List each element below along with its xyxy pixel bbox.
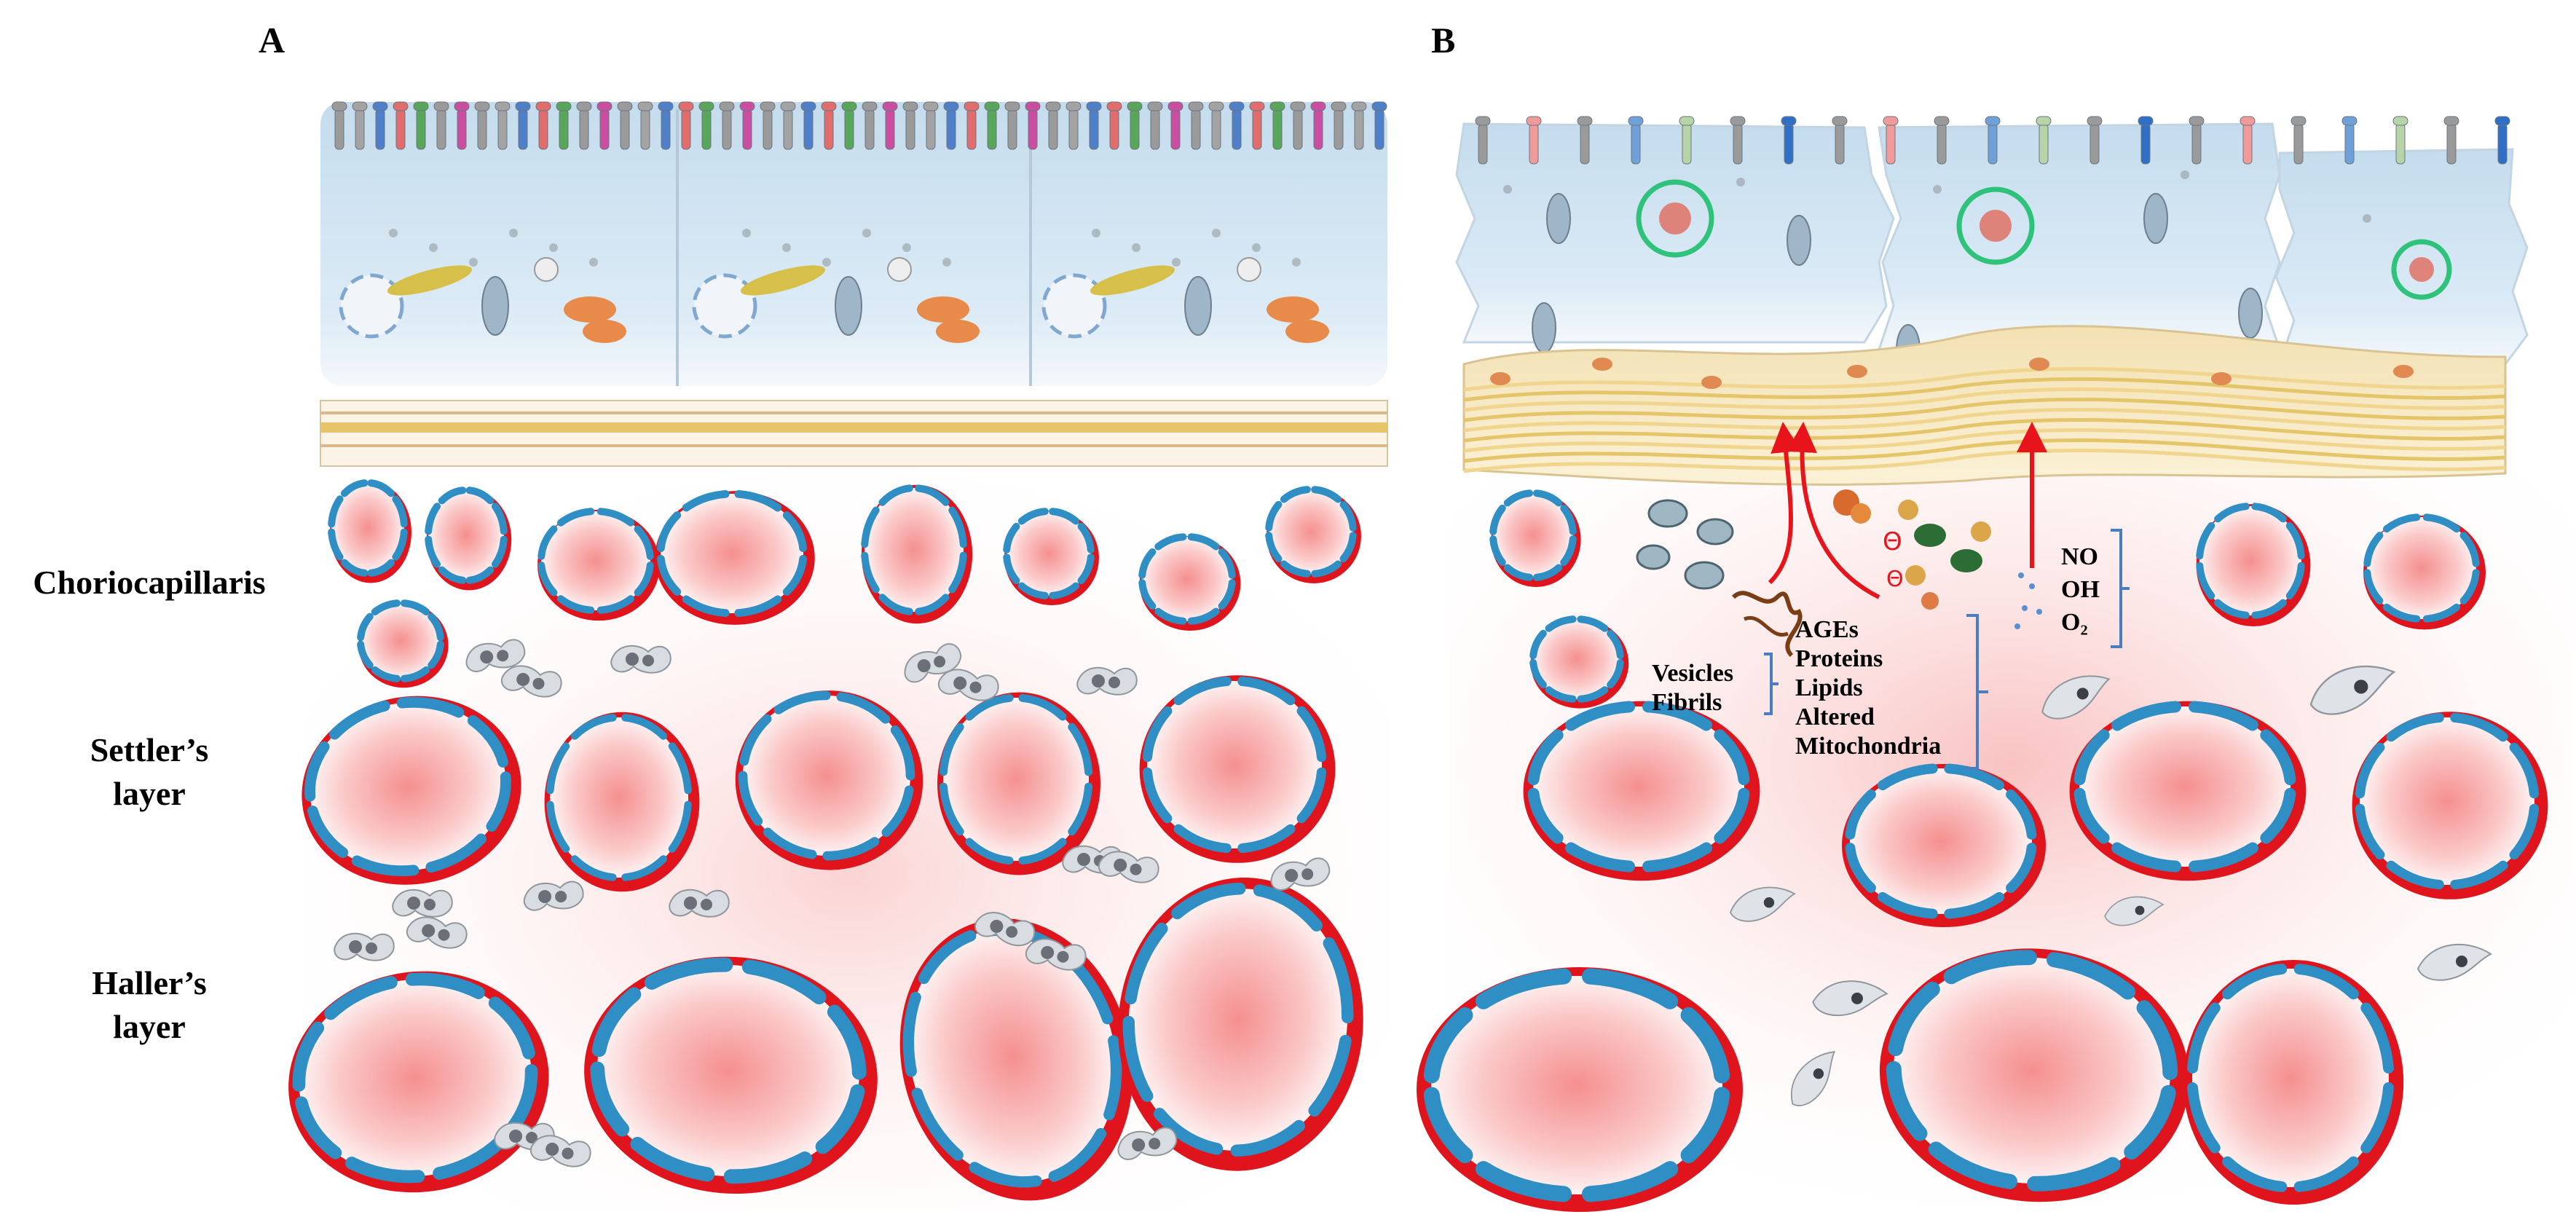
melanocyte (529, 1135, 591, 1167)
svg-text:Θ: Θ (1883, 527, 1902, 556)
vessel-a-18 (1118, 877, 1363, 1171)
panel-b-choroidal-vessels (1417, 489, 2548, 1212)
choriocapillaris-label: Choriocapillaris (33, 564, 265, 601)
panel-a-rpe-organelles (339, 229, 1329, 343)
vessel-a-2 (425, 487, 512, 591)
stromal-cell (1812, 980, 1888, 1017)
vessel-a-5 (861, 484, 973, 624)
melanocyte (904, 643, 962, 683)
panel-b-vesicles-icon (1636, 499, 1734, 590)
vessel-b-1 (1489, 489, 1581, 587)
melanocyte (610, 645, 671, 674)
panel-b-inclusion-bodies (1636, 179, 2452, 300)
vessel-a-16 (584, 956, 878, 1194)
vessel-b-10 (1879, 948, 2189, 1202)
vessel-a-9 (357, 599, 449, 688)
vessel-b-5 (1523, 701, 1760, 881)
vessel-a-12 (735, 690, 923, 870)
panel-b-fibrils-icon (1731, 591, 1803, 658)
panel-a-bruch-membrane (320, 400, 1388, 467)
melanocyte (1098, 851, 1159, 883)
panel-b-brackets (1764, 529, 2130, 770)
panel-a-choroidal-vessels (288, 479, 1363, 1201)
vessel-a-13 (937, 692, 1100, 875)
vessel-a-15 (288, 971, 549, 1193)
melanocyte (465, 639, 526, 672)
vessel-a-14 (1139, 675, 1336, 863)
sattler-label-line1: Settler’s (90, 731, 209, 768)
melanocyte (1025, 938, 1087, 971)
stromal-cell (2041, 675, 2111, 720)
melanocyte (974, 912, 1036, 947)
sattler-label-line2: layer (113, 775, 186, 812)
panel-a-melanocytes (334, 639, 1331, 1167)
stromal-cell (2417, 943, 2492, 981)
haller-label-line2: layer (113, 1008, 186, 1045)
melanocyte (334, 932, 395, 961)
vessel-a-7 (1138, 533, 1241, 631)
vessel-a-10 (302, 696, 521, 885)
mitochondria-label: Mitochondria (1795, 733, 1941, 760)
vessel-b-11 (2183, 960, 2404, 1205)
panel-b-stromal-cells (1729, 665, 2492, 1106)
vessel-b-4 (2363, 513, 2486, 630)
melanocyte (1076, 666, 1138, 696)
vessel-a-1 (328, 479, 411, 583)
vessel-b-2 (1529, 615, 1629, 709)
altered-label: Altered (1795, 704, 1875, 730)
melanocyte (523, 881, 584, 911)
melanocyte (500, 665, 562, 698)
melanocyte (392, 889, 453, 918)
fibrils-label: Fibrils (1652, 689, 1722, 716)
vessel-a-6 (1003, 508, 1099, 605)
vessel-a-3 (537, 508, 660, 621)
melanocyte (937, 669, 999, 701)
melanocyte (406, 916, 468, 949)
no-label: NO (2061, 543, 2098, 570)
svg-text:Θ: Θ (1886, 567, 1904, 592)
panel-b-ros-dots-icon (2014, 572, 2042, 629)
vessel-b-7 (2069, 701, 2307, 881)
o2-label: O₂ (2061, 609, 2088, 636)
stromal-cell (1790, 1051, 1836, 1106)
panel-b-bruch-fibers (1463, 358, 2506, 473)
vessel-a-17 (899, 918, 1133, 1201)
stromal-cell (2104, 896, 2165, 926)
vessel-b-9 (1417, 967, 1743, 1212)
vessel-a-11 (544, 712, 700, 892)
panel-b-protein-aggregates-icon: Θ Θ (1833, 489, 1991, 610)
vessel-a-8 (1265, 486, 1361, 583)
panel-a-label: A (259, 20, 285, 60)
panel-b-label: B (1431, 20, 1455, 60)
panel-b-transport-arrows (1768, 422, 2047, 599)
melanocyte (1270, 857, 1331, 891)
proteins-label: Proteins (1795, 645, 1883, 672)
melanocyte (669, 889, 730, 918)
vessel-a-4 (655, 489, 815, 625)
oh-label: OH (2061, 576, 2100, 603)
melanocyte (1117, 1127, 1178, 1160)
panel-a-photoreceptor-outer-segments (331, 101, 1387, 150)
vesicles-label: Vesicles (1652, 660, 1733, 687)
haller-label-line1: Haller’s (92, 964, 207, 1001)
stromal-cell (1729, 886, 1796, 922)
vessel-b-3 (2196, 503, 2311, 626)
vessel-b-6 (1842, 763, 2046, 927)
panel-b-photoreceptor-outer-segments (1475, 116, 2510, 165)
ages-label: AGEs (1795, 616, 1859, 643)
stromal-cell (2309, 665, 2396, 715)
lipids-label: Lipids (1795, 674, 1863, 701)
vessel-b-8 (2352, 712, 2548, 899)
